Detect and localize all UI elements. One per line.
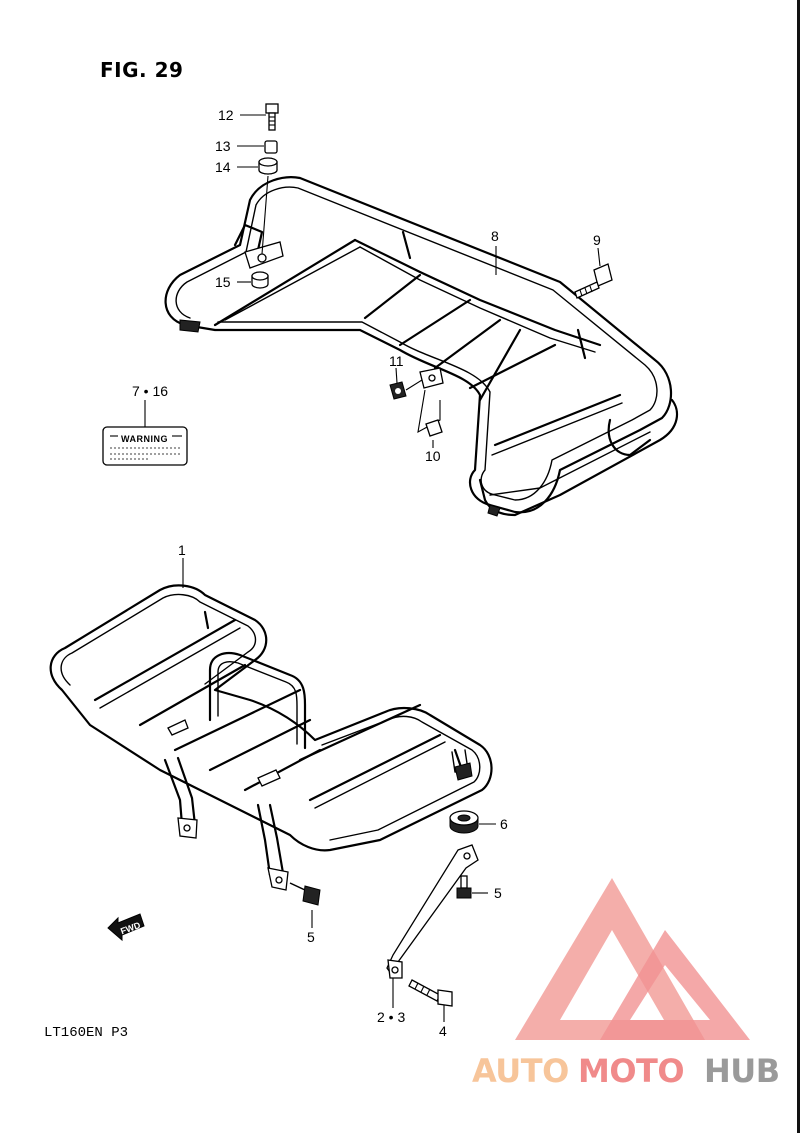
stay-2-3-part	[386, 844, 479, 979]
callout-6: 6	[500, 816, 508, 832]
collar-13-part	[264, 140, 278, 154]
callout-14: 14	[215, 159, 231, 175]
front-carrier	[49, 584, 493, 891]
bolt-5-left-part	[289, 882, 321, 906]
callout-11: 11	[389, 353, 404, 369]
watermark-text-hub: HUB	[704, 1052, 780, 1090]
watermark-logo	[515, 878, 750, 1040]
callout-9: 9	[593, 232, 601, 248]
bolt-12-part	[265, 103, 279, 131]
bracket-10-part	[417, 367, 444, 437]
callout-5-right: 5	[494, 885, 502, 901]
callout-1: 1	[178, 542, 186, 558]
cushion-6-part	[449, 810, 479, 834]
page-border	[797, 0, 800, 1133]
warning-label-title: WARNING	[121, 434, 168, 444]
cushion-14-part	[258, 157, 278, 175]
leader-lines	[144, 114, 601, 1022]
figure-title: FIG. 29	[100, 58, 184, 82]
fwd-direction-marker: FWD	[107, 913, 145, 942]
bolt-9-part	[574, 263, 613, 299]
bolt-4-part	[408, 979, 453, 1007]
rear-carrier	[164, 176, 679, 517]
bolt-5-right-part	[456, 875, 472, 899]
callout-4: 4	[439, 1023, 447, 1039]
callout-7-16: 7 • 16	[132, 383, 168, 399]
callout-10: 10	[425, 448, 441, 464]
watermark-text: AUTO MOTO HUB	[472, 1052, 780, 1090]
model-code: LT160EN P3	[44, 1025, 129, 1041]
watermark-text-auto: AUTO	[472, 1052, 569, 1090]
callout-15: 15	[215, 274, 231, 290]
nut-11-part	[389, 381, 407, 400]
callout-8: 8	[491, 228, 499, 244]
nut-15-part	[251, 271, 269, 289]
watermark-text-moto: MOTO	[578, 1052, 684, 1090]
callout-13: 13	[215, 138, 231, 154]
callout-2-3: 2 • 3	[377, 1009, 405, 1025]
callout-12: 12	[218, 107, 234, 123]
warning-label: WARNING	[102, 426, 188, 466]
callout-5-left: 5	[307, 929, 315, 945]
